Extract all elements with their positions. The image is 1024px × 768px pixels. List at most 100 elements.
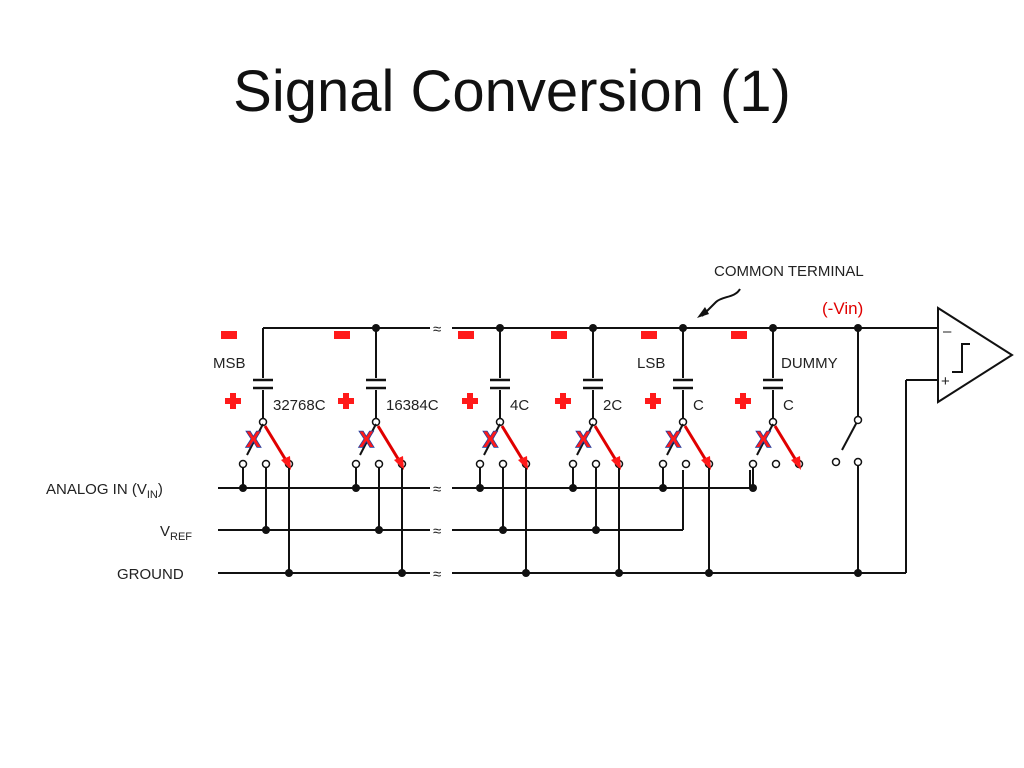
common-terminal-label: COMMON TERMINAL <box>714 263 864 280</box>
plus-sign-annotation <box>343 393 349 409</box>
switch-contact <box>658 459 668 469</box>
analog-in-rail: ≈ <box>218 470 751 498</box>
x-mark-annotation: X <box>576 427 591 452</box>
capacitor-value: 4C <box>510 397 529 414</box>
minus-sign-annotation <box>334 331 350 339</box>
switch-arrow <box>593 425 619 463</box>
ground-rail: ≈ <box>218 379 938 583</box>
switch-arrow <box>500 425 526 463</box>
capacitor-branch: CX <box>641 324 714 577</box>
switch-contact <box>475 459 485 469</box>
switch-contact <box>351 459 361 469</box>
dummy-label: DUMMY <box>781 355 838 372</box>
switch-contact <box>568 459 578 469</box>
switch-contact <box>681 459 691 469</box>
plus-sign-annotation <box>467 393 473 409</box>
switch-arrow <box>773 425 799 463</box>
x-mark-annotation: X <box>666 427 681 452</box>
capacitor-branch: 16384C X <box>334 324 439 577</box>
switch-contact <box>591 459 601 469</box>
junction-dot <box>615 569 623 577</box>
arrow-head <box>394 456 404 470</box>
capacitor-branch: 2C X <box>551 324 624 577</box>
plus-sign-annotation <box>740 393 746 409</box>
lsb-label: LSB <box>637 355 665 372</box>
junction-dot <box>496 324 504 332</box>
dummy-switch <box>831 324 863 577</box>
x-mark-annotation: X <box>756 427 771 452</box>
junction-dot <box>398 569 406 577</box>
minus-sign-annotation <box>458 331 474 339</box>
junction-dot <box>285 569 293 577</box>
break-mark: ≈ <box>433 321 441 338</box>
junction-dot <box>522 569 530 577</box>
switch-arrow <box>376 425 402 463</box>
switch-arm <box>756 423 774 456</box>
junction-dot <box>589 324 597 332</box>
capacitor-value: 16384C <box>386 397 439 414</box>
junction-dot <box>592 526 600 534</box>
svg-text:–: – <box>943 323 952 340</box>
capacitor-value: C <box>783 397 794 414</box>
svg-text:≈: ≈ <box>433 523 441 540</box>
minus-sign-annotation <box>221 331 237 339</box>
capacitor-branch: 4C X <box>458 324 531 577</box>
svg-text:≈: ≈ <box>433 566 441 583</box>
arrow-head <box>518 456 528 470</box>
analog-in-label: ANALOG IN (VIN) <box>46 481 163 501</box>
junction-dot <box>769 324 777 332</box>
switch-arrow <box>263 425 289 463</box>
comparator-opamp: – + <box>937 306 1014 404</box>
switch-arm <box>576 423 594 456</box>
arrow-head <box>611 456 621 470</box>
junction-dot <box>476 484 484 492</box>
switch-contact <box>748 459 758 469</box>
x-mark-annotation: X <box>483 427 498 452</box>
junction-dot <box>499 526 507 534</box>
minus-sign-annotation <box>731 331 747 339</box>
common-terminal-bus: ≈ <box>263 321 938 338</box>
ground-label: GROUND <box>117 566 184 583</box>
arrow-head <box>281 456 291 470</box>
plus-sign-annotation <box>230 393 236 409</box>
vref-label: VREF <box>160 523 192 543</box>
switch-arm <box>666 423 684 456</box>
switch-contact <box>261 459 271 469</box>
x-mark-annotation: X <box>359 427 374 452</box>
svg-text:≈: ≈ <box>433 481 441 498</box>
capacitor-value: 2C <box>603 397 622 414</box>
minus-vin-label: (-Vin) <box>822 299 863 318</box>
x-mark-annotation: X <box>246 427 261 452</box>
junction-dot <box>659 484 667 492</box>
junction-dot <box>352 484 360 492</box>
vref-rail: ≈ <box>218 470 684 540</box>
junction-dot <box>569 484 577 492</box>
switch-arm <box>483 423 501 456</box>
junction-dot <box>375 526 383 534</box>
switch-contact <box>374 459 384 469</box>
junction-dot <box>749 484 757 492</box>
junction-dot <box>239 484 247 492</box>
plus-sign-annotation <box>650 393 656 409</box>
minus-sign-annotation <box>641 331 657 339</box>
switch-contact <box>771 459 781 469</box>
junction-dot <box>262 526 270 534</box>
slide-title: Signal Conversion (1) <box>233 59 791 124</box>
switch-contact <box>238 459 248 469</box>
minus-sign-annotation <box>551 331 567 339</box>
plus-sign-annotation <box>560 393 566 409</box>
capacitor-value: C <box>693 397 704 414</box>
switch-arm <box>246 423 264 456</box>
msb-label: MSB <box>213 355 246 372</box>
capacitor-branch: CX <box>731 324 804 492</box>
junction-dot <box>372 324 380 332</box>
junction-dot <box>705 569 713 577</box>
arrow-head <box>791 456 801 470</box>
switch-contact <box>498 459 508 469</box>
junction-dot <box>679 324 687 332</box>
svg-text:+: + <box>941 373 950 390</box>
switch-arm <box>359 423 377 456</box>
switch-arrow <box>683 425 709 463</box>
